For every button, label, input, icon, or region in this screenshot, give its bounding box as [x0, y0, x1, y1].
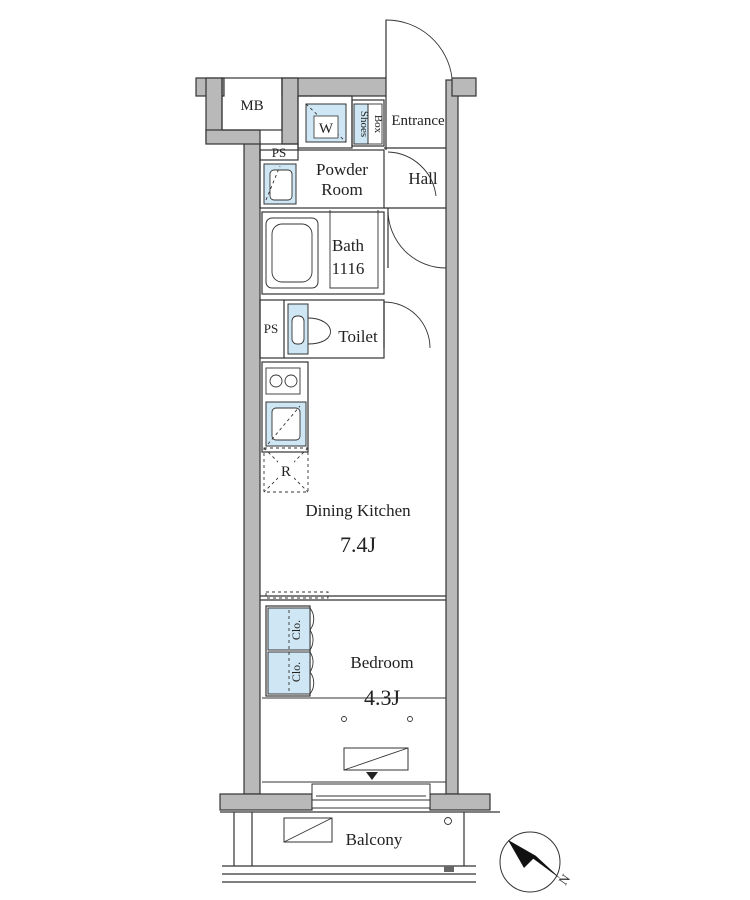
- kitchen-sink: [265, 401, 307, 447]
- mb-bottom-wall: [205, 129, 261, 145]
- mb-label: MB: [240, 98, 263, 114]
- washer-label: W: [319, 121, 334, 137]
- toilet-fixture: [287, 303, 331, 355]
- outlet-right: [407, 716, 413, 722]
- hall-door-swing[interactable]: [387, 151, 437, 197]
- bedroom-label: Bedroom: [350, 653, 413, 672]
- bath-label: Bath: [332, 236, 365, 255]
- inner-wall-left: [281, 77, 299, 145]
- meter-box: [221, 77, 283, 131]
- entrance-label: Entrance: [391, 113, 445, 129]
- refrigerator: [263, 447, 309, 493]
- entrance-door[interactable]: [385, 19, 453, 79]
- bath-shower: [329, 210, 379, 289]
- refrigerator-label: R: [281, 464, 291, 480]
- shoes-box-label-2: Box: [372, 115, 384, 134]
- partitions: [259, 95, 446, 783]
- bath-hall-door-swing[interactable]: [387, 209, 447, 269]
- balcony-label: Balcony: [346, 830, 403, 849]
- balcony-hatch: [444, 866, 454, 872]
- shoes-box-label-1: Shoes: [358, 111, 370, 137]
- powder-room-label-1: Powder: [316, 160, 368, 179]
- powder-room-label-2: Room: [321, 180, 363, 199]
- closet-2-label: Clo.: [289, 662, 303, 682]
- top-wall-right: [451, 77, 477, 97]
- toilet-label: Toilet: [338, 327, 378, 346]
- bottom-wall-right: [429, 793, 491, 811]
- bedroom-size: 4.3J: [364, 685, 401, 710]
- sliding-door[interactable]: [265, 591, 329, 599]
- right-wall: [445, 79, 459, 795]
- powder-sink: [263, 163, 297, 205]
- ps-toilet-label: PS: [264, 321, 278, 336]
- balcony-drain: [444, 817, 452, 825]
- left-wall: [243, 141, 261, 795]
- stove: [265, 367, 301, 395]
- air-conditioner: [343, 747, 409, 780]
- balcony-window[interactable]: [311, 783, 431, 809]
- bathtub: [265, 217, 319, 289]
- balcony: [220, 811, 500, 883]
- dining-kitchen-size: 7.4J: [340, 532, 377, 557]
- walls: [195, 77, 491, 811]
- shoes-box: [367, 103, 383, 145]
- closets: [267, 607, 315, 695]
- ps-top-label: PS: [272, 145, 286, 160]
- north-arrow-icon: [499, 831, 562, 893]
- outlet-left: [341, 716, 347, 722]
- washer: W: [305, 103, 347, 143]
- bottom-wall-left: [219, 793, 313, 811]
- hall-label: Hall: [408, 169, 438, 188]
- toilet-door-swing[interactable]: [383, 301, 431, 349]
- closet-1-label: Clo.: [289, 620, 303, 640]
- dining-kitchen-label: Dining Kitchen: [305, 501, 411, 520]
- bath-size-label: 1116: [332, 259, 365, 278]
